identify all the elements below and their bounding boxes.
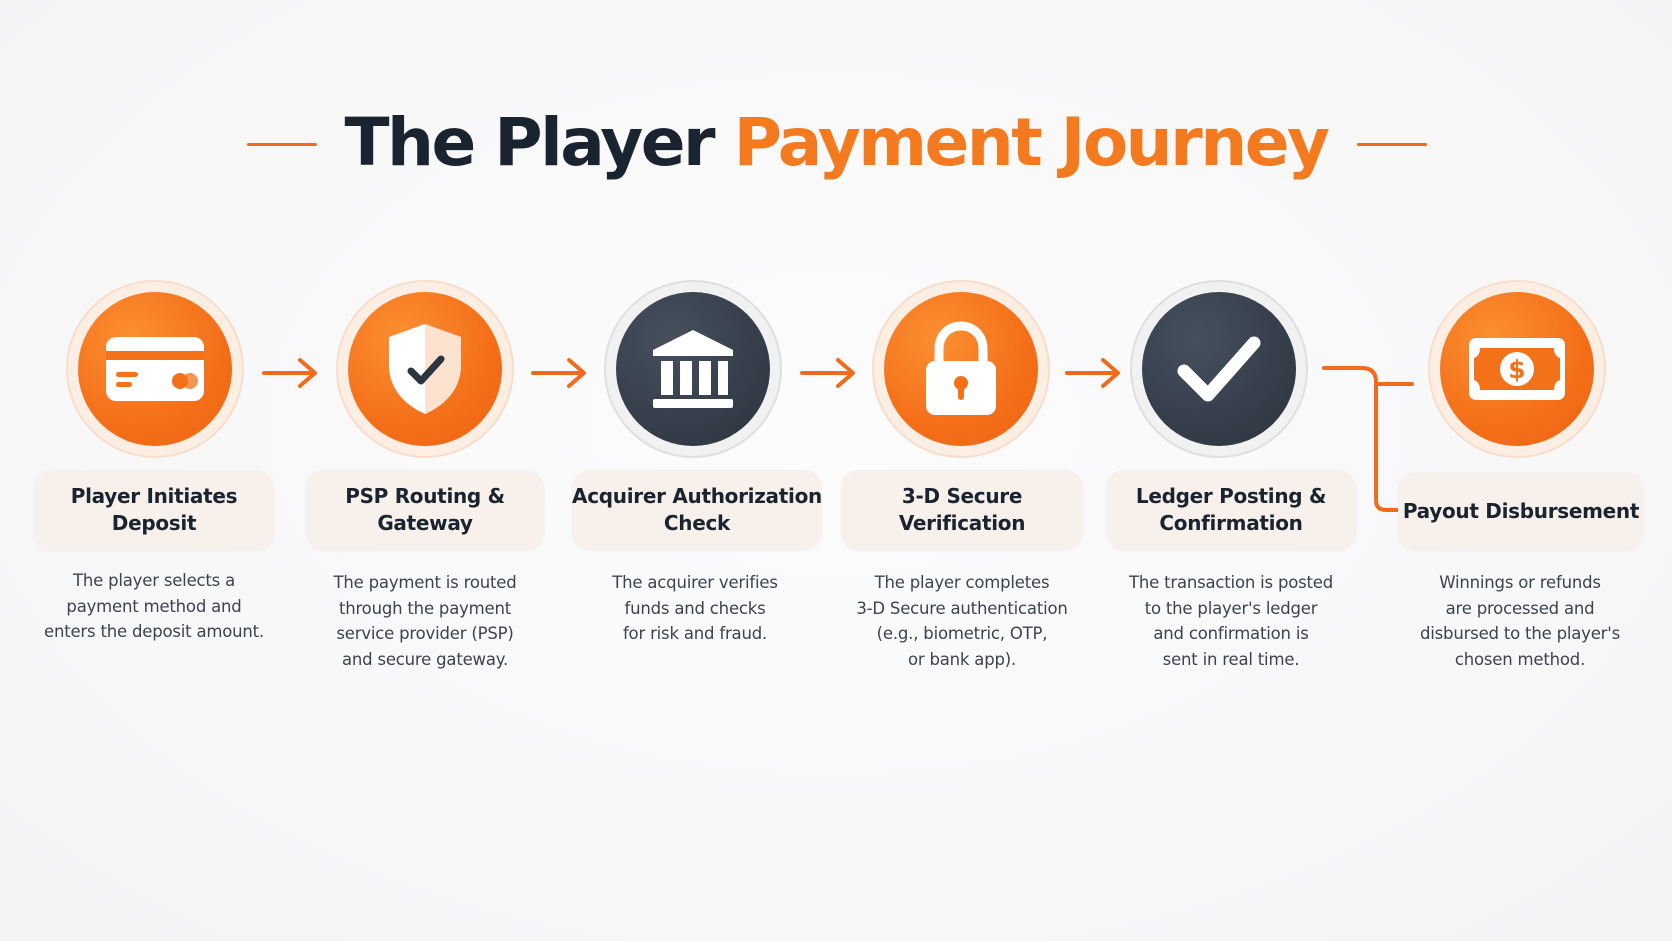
- step-2-description: The payment is routed through the paymen…: [333, 573, 517, 669]
- title-decor-line-left: [247, 143, 317, 146]
- step-1-title: Player Initiates Deposit: [70, 484, 238, 535]
- step-4-title-box: 3-D Secure Verification: [841, 470, 1083, 550]
- lock-icon: [926, 321, 996, 415]
- step-1-icon-disc: [78, 292, 232, 446]
- step-6-description: Winnings or refunds are processed and di…: [1420, 573, 1620, 669]
- shield-check-icon: [389, 324, 461, 414]
- step-5-title: Ledger Posting & Confirmation: [1135, 484, 1327, 535]
- elbow-connector-5-to-6: [1322, 366, 1418, 512]
- step-5-title-box: Ledger Posting & Confirmation: [1106, 470, 1356, 550]
- step-2-title: PSP Routing & Gateway: [345, 484, 505, 535]
- step-2-icon-disc: [348, 292, 502, 446]
- step-1-title-box: Player Initiates Deposit: [34, 470, 274, 550]
- title-part-dark: The Player: [344, 104, 716, 181]
- arrow-4-to-5: [1065, 358, 1120, 388]
- step-3-icon-disc: [616, 292, 770, 446]
- step-3-description: The acquirer verifies funds and checks f…: [612, 573, 778, 643]
- banknote-dollar-icon: $: [1469, 338, 1565, 400]
- step-6-title: Payout Disbursement: [1402, 498, 1640, 523]
- svg-text:$: $: [1508, 355, 1525, 384]
- title-part-accent: Payment Journey: [733, 104, 1330, 181]
- step-4-icon-disc: [884, 292, 1038, 446]
- step-1-description: The player selects a payment method and …: [44, 571, 264, 641]
- bank-icon: [653, 330, 733, 408]
- step-6-icon-disc: $: [1440, 292, 1594, 446]
- title-decor-line-right: [1357, 143, 1427, 146]
- step-4-title: 3-D Secure Verification: [898, 484, 1026, 535]
- arrow-2-to-3: [531, 358, 586, 388]
- credit-card-icon: [106, 337, 204, 401]
- step-5-description: The transaction is posted to the player'…: [1128, 573, 1334, 669]
- arrow-1-to-2: [262, 358, 317, 388]
- step-3-title-box: Acquirer Authorization Check: [572, 470, 822, 550]
- checkmark-icon: [1177, 336, 1261, 402]
- arrow-3-to-4: [800, 358, 855, 388]
- step-2-title-box: PSP Routing & Gateway: [306, 470, 544, 550]
- step-5-icon-disc: [1142, 292, 1296, 446]
- page-title: The Player Payment Journey: [0, 98, 1672, 188]
- step-4-description: The player completes 3-D Secure authenti…: [856, 573, 1068, 669]
- step-3-title: Acquirer Authorization Check: [572, 484, 822, 535]
- step-6-title-box: Payout Disbursement: [1398, 472, 1644, 550]
